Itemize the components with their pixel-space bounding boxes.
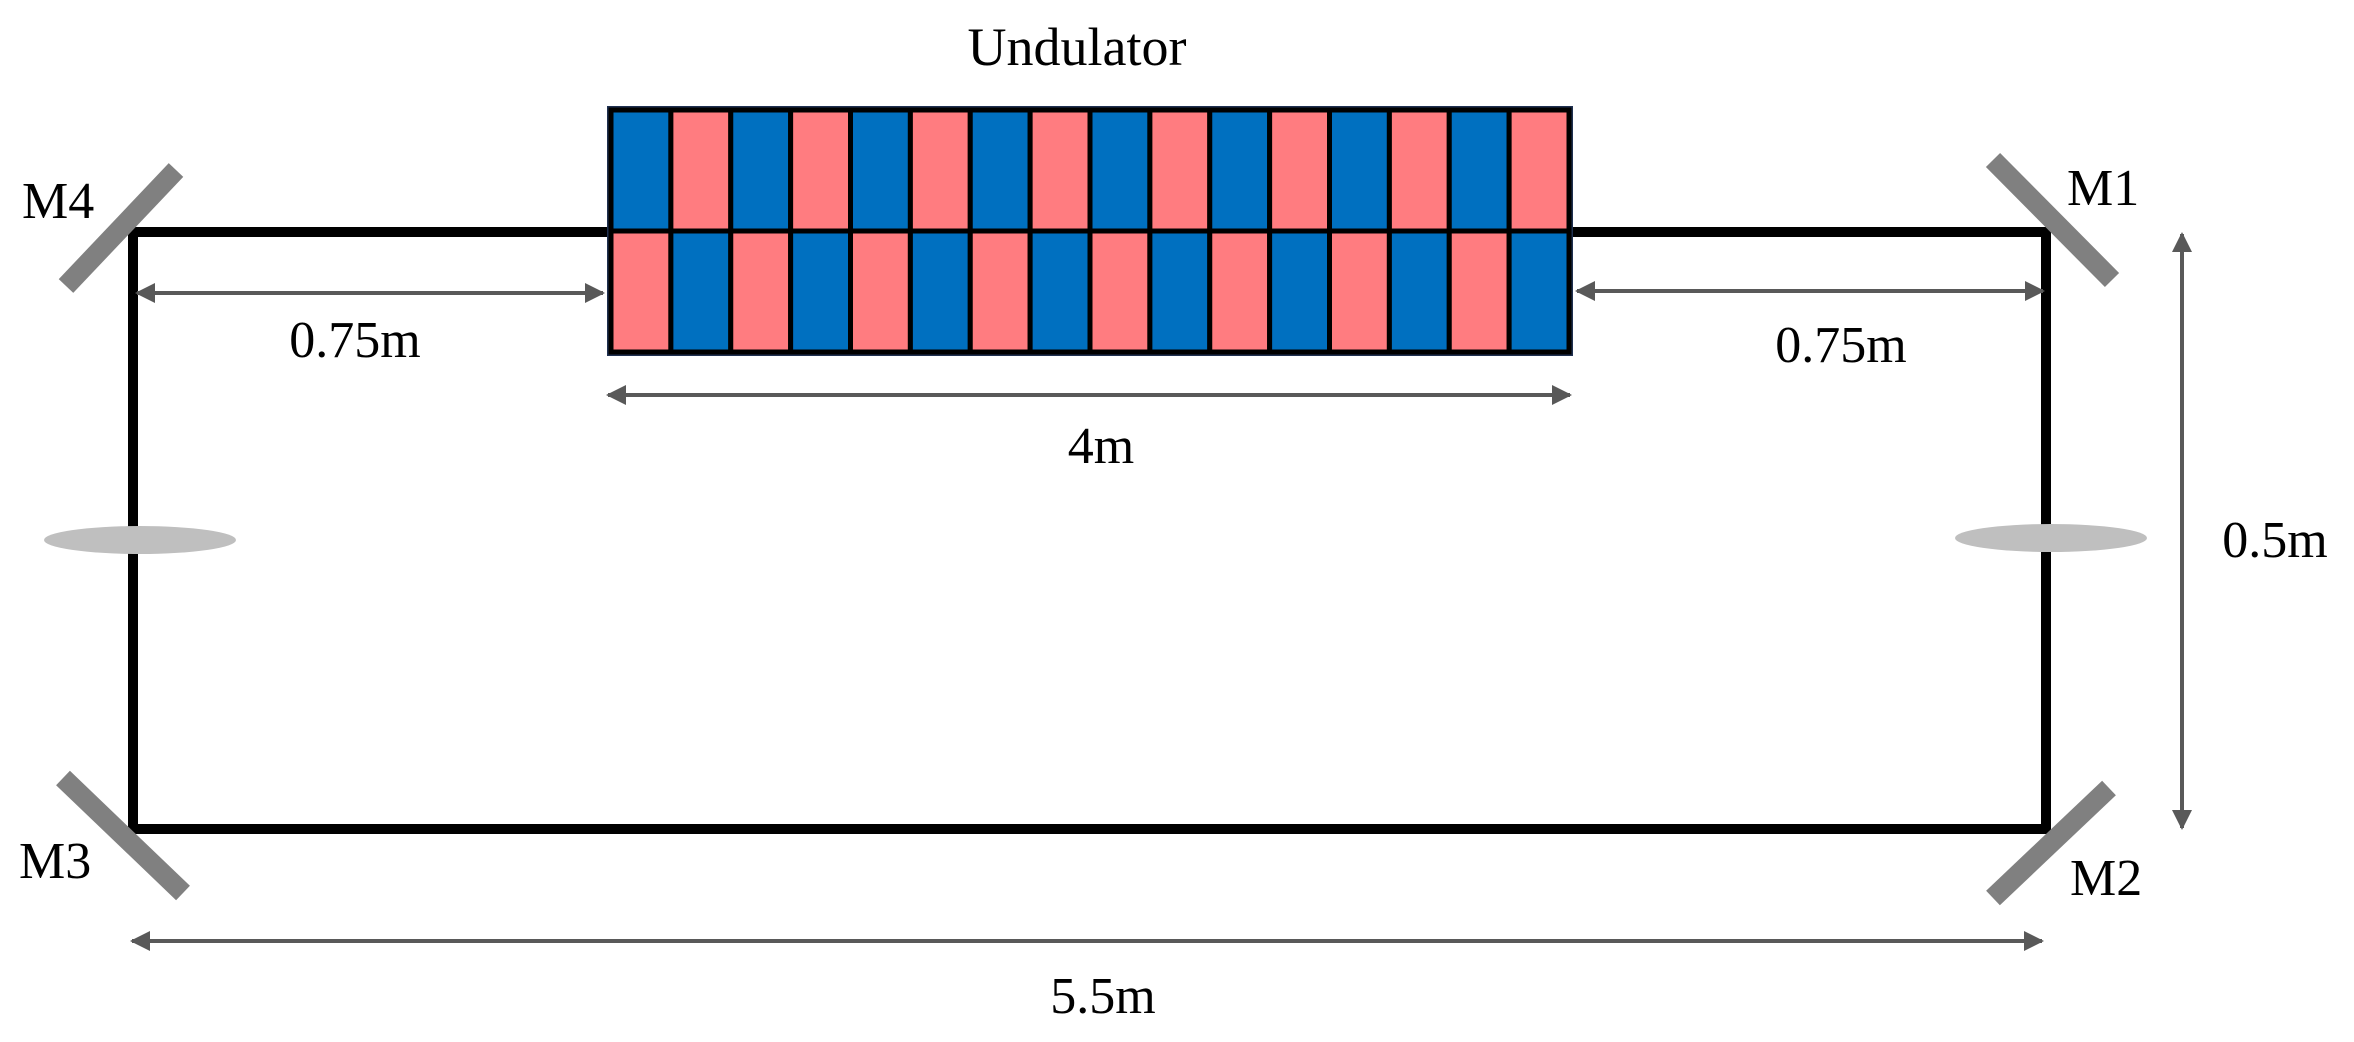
mirror-m3 <box>56 770 190 901</box>
undulator-magnet-pink <box>1027 107 1093 234</box>
dimension-label-undulator-length: 4m <box>1068 418 1134 475</box>
undulator-magnet-blue <box>608 107 674 234</box>
lens-right <box>1955 524 2147 552</box>
undulator-magnet-blue <box>967 107 1033 234</box>
undulator-magnet-pink <box>608 228 674 355</box>
undulator-magnet-blue <box>1446 107 1512 234</box>
mirror-label-m2: M2 <box>2070 850 2142 907</box>
dimension-label-cavity-height: 0.5m <box>2222 512 2327 569</box>
undulator-label: Undulator <box>968 17 1187 77</box>
undulator-magnet-blue <box>1147 228 1213 355</box>
undulator-magnet-pink <box>1207 228 1273 355</box>
mirror-label-m4: M4 <box>22 173 94 230</box>
mirror-m2 <box>1986 780 2116 906</box>
mirror-m4 <box>58 163 184 293</box>
undulator-magnet-pink <box>1147 107 1213 234</box>
undulator-magnet-pink <box>728 228 794 355</box>
undulator-magnet-pink <box>1327 228 1392 355</box>
undulator-magnet-pink <box>788 107 854 234</box>
undulator-magnet-blue <box>848 107 913 234</box>
undulator-magnet-pink <box>668 107 734 234</box>
undulator-magnet-blue <box>1027 228 1093 355</box>
undulator <box>607 106 1573 356</box>
undulator-magnet-blue <box>1207 107 1273 234</box>
undulator-magnet-pink <box>907 107 973 234</box>
mirror-label-m3: M3 <box>19 833 91 890</box>
undulator-magnet-blue <box>1386 228 1452 355</box>
undulator-magnet-blue <box>788 228 854 355</box>
undulator-magnet-pink <box>1506 107 1572 234</box>
mirror-m1 <box>1985 152 2120 288</box>
undulator-magnet-blue <box>1506 228 1572 355</box>
undulator-magnet-blue <box>728 107 794 234</box>
lens-left <box>44 526 236 554</box>
undulator-magnet-pink <box>967 228 1033 355</box>
undulator-magnet-blue <box>1087 107 1153 234</box>
dimension-label-right-gap: 0.75m <box>1775 317 1906 374</box>
undulator-magnet-pink <box>1087 228 1153 355</box>
undulator-magnet-blue <box>668 228 734 355</box>
undulator-magnet-pink <box>1446 228 1512 355</box>
undulator-magnet-blue <box>907 228 973 355</box>
undulator-magnet-pink <box>1386 107 1452 234</box>
undulator-magnet-pink <box>1267 107 1333 234</box>
mirror-label-m1: M1 <box>2067 160 2139 217</box>
undulator-magnet-pink <box>848 228 913 355</box>
dimension-label-left-gap: 0.75m <box>289 312 420 369</box>
undulator-magnet-blue <box>1267 228 1333 355</box>
dimension-label-cavity-length: 5.5m <box>1050 968 1155 1025</box>
undulator-magnet-blue <box>1327 107 1392 234</box>
